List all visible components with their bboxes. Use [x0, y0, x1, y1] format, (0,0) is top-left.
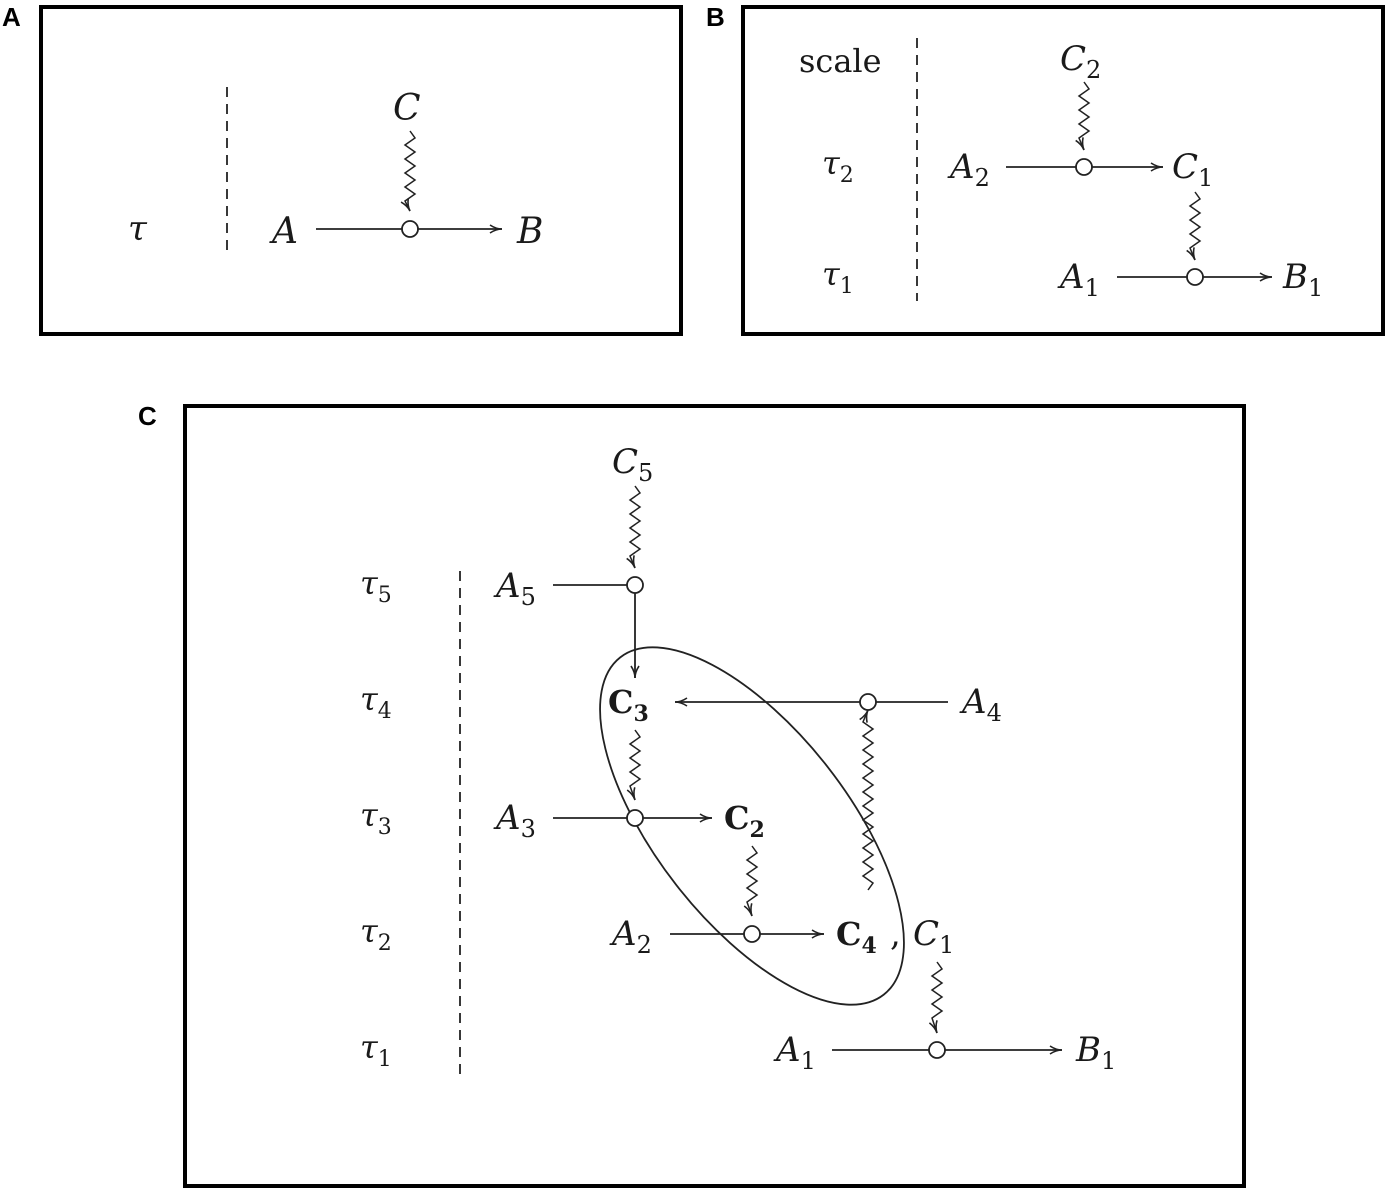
coupling-ellipse	[599, 646, 905, 1006]
wavy-arrow-c2	[743, 845, 759, 917]
wavy-arrow-c2	[1075, 81, 1091, 151]
node-c3-label: C3	[608, 683, 649, 727]
node-c2-label: C2	[724, 799, 765, 843]
wavy-arrow-c5	[626, 485, 642, 569]
node-a1-label: A1	[773, 1030, 816, 1075]
node-a2-label: A2	[609, 914, 652, 959]
tau-label: τ	[128, 209, 148, 249]
node-a1-label: A1	[1057, 257, 1100, 302]
tau2-label: τ2	[360, 912, 392, 956]
node-c4-label: C4	[836, 915, 877, 959]
wavy-arrow-c	[400, 130, 417, 212]
node-b-label: B	[516, 211, 543, 252]
tau3-label: τ3	[360, 796, 392, 840]
node-a-label: A	[269, 211, 298, 252]
comma-separator: ,	[890, 914, 901, 954]
panel-c: C τ5 τ4 τ3 τ2 τ1 C5 A5 C3 A4 A3 C2 A2 C4…	[138, 401, 1246, 1188]
interaction-node-tau3	[626, 809, 644, 827]
panel-c-letter: C	[138, 401, 157, 431]
tau5-label: τ5	[360, 564, 392, 608]
wavy-arrow-c3	[626, 729, 642, 801]
node-c-label: C	[393, 88, 421, 129]
interaction-node-tau2	[743, 925, 761, 943]
node-c1-label: C1	[913, 914, 954, 959]
node-a5-label: A5	[493, 566, 536, 611]
interaction-node-tau4	[859, 693, 877, 711]
interaction-node-tau1	[1186, 268, 1204, 286]
tau4-label: τ4	[360, 680, 392, 724]
wavy-arrow-c1	[1186, 191, 1202, 261]
node-a3-label: A3	[493, 798, 536, 843]
node-a2-label: A2	[947, 147, 990, 192]
node-b1-label: B1	[1282, 257, 1323, 302]
panel-b-letter: B	[706, 2, 725, 32]
interaction-node-tau5	[626, 576, 644, 594]
interaction-node-tau2	[1075, 158, 1093, 176]
panel-a-letter: A	[2, 2, 21, 32]
wavy-arrow-c1	[928, 961, 944, 1034]
node-c2-label: C2	[1060, 39, 1101, 84]
tau2-label: τ2	[822, 144, 854, 188]
interaction-node-tau1	[928, 1041, 946, 1059]
node-a4-label: A4	[959, 682, 1002, 727]
panel-a-frame	[39, 5, 683, 336]
panel-c-frame	[183, 404, 1246, 1188]
tau1-label: τ1	[822, 255, 854, 299]
panel-b: B scale τ2 τ1 C2 A2 C1 A1 B1	[706, 2, 1385, 336]
node-c5-label: C5	[612, 442, 653, 487]
tau1-label: τ1	[360, 1028, 392, 1072]
scale-label: scale	[799, 42, 882, 80]
panel-a: A τ A C B	[2, 2, 683, 336]
node-c1-label: C1	[1172, 147, 1213, 192]
node-b1-label: B1	[1075, 1030, 1116, 1075]
interaction-node	[401, 220, 419, 238]
wavy-arrow-c4-up	[859, 709, 875, 891]
panel-b-frame	[741, 5, 1385, 336]
